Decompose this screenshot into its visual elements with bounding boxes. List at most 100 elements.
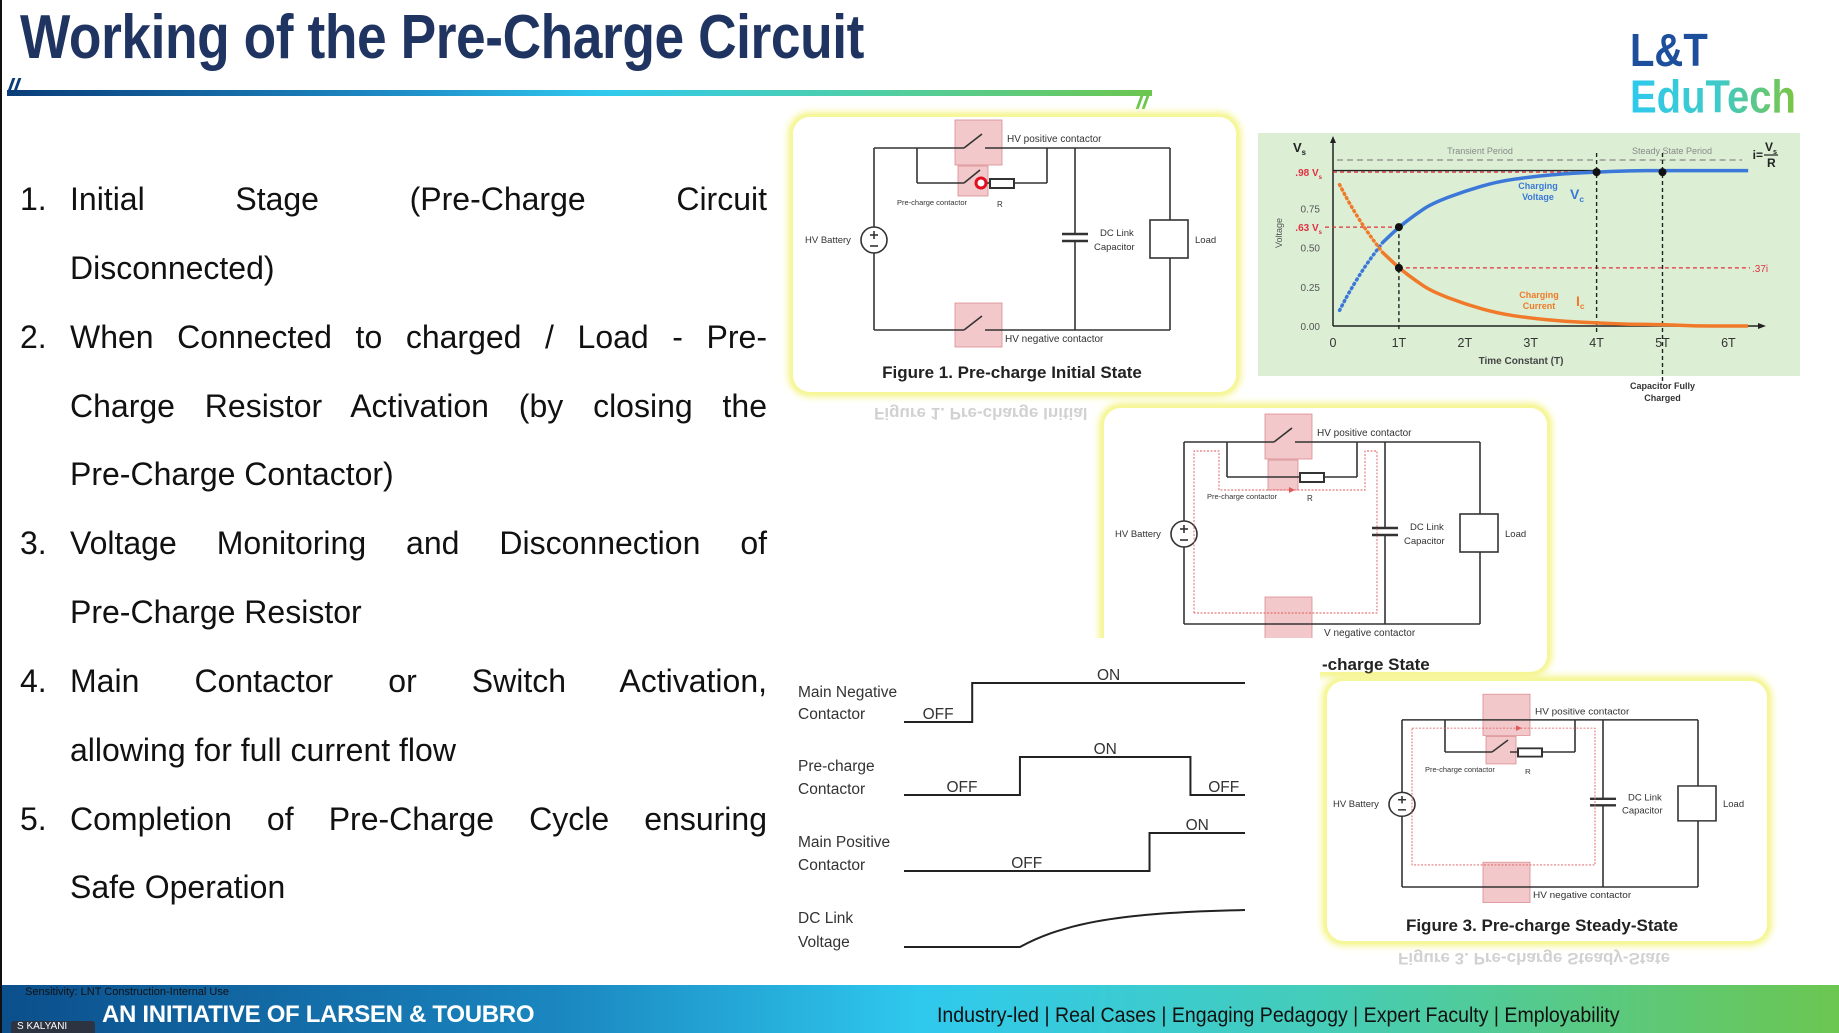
hv-positive-contactor-switch [1273, 427, 1293, 443]
hv-positive-label: HV positive contactor [1535, 707, 1630, 718]
signal-state-label: ON [1097, 667, 1120, 684]
vs-label: Vs [1293, 140, 1307, 157]
signal-waveform [904, 832, 1245, 872]
load-box [1149, 219, 1189, 259]
vs-label-sub: s [1302, 148, 1307, 157]
signal-label: DC Link [798, 910, 853, 927]
signal-waveform [904, 756, 1245, 796]
x-tick-label: 5T [1655, 336, 1670, 350]
slide-title: Working of the Pre-Charge Circuit [20, 3, 864, 72]
current-equation-lhs: i= [1753, 148, 1763, 162]
signal-label: Main Positive [798, 834, 890, 851]
marker-point [1394, 223, 1403, 232]
timing-diagram-panel [792, 638, 1320, 960]
signal-state-label: OFF [923, 706, 954, 723]
signal-state-label: ON [1186, 817, 1209, 834]
y-tick-label: 0.25 [1301, 283, 1321, 294]
vc-symbol: Vc [1570, 186, 1584, 204]
current-flow-path [1411, 727, 1596, 866]
hv-positive-contactor-highlight [1482, 693, 1531, 736]
x-axis-label: Time Constant (T) [1479, 356, 1564, 367]
precharge-contactor-switch [963, 169, 981, 184]
voltage-series-label: Voltage [1522, 192, 1554, 202]
hv-negative-contactor-highlight [1264, 596, 1313, 642]
figure-1-caption: Figure 1. Pre-charge Initial State [882, 363, 1142, 382]
hv-negative-contactor-switch [963, 315, 983, 331]
load-box [1459, 513, 1499, 553]
logo-line1: L&T [1630, 25, 1708, 77]
dc-link-voltage-curve [904, 909, 1246, 948]
fully-charged-label: Capacitor Fully [1630, 381, 1695, 391]
resistor-icon [1517, 747, 1543, 758]
transient-period-label: Transient Period [1447, 146, 1513, 156]
capacitor-label: Capacitor [1094, 242, 1135, 253]
step-number: 3. [20, 525, 47, 562]
signal-label: Voltage [798, 934, 850, 951]
resistor-icon [1299, 472, 1325, 483]
capacitor-label: Capacitor [1622, 806, 1663, 816]
step-text-line: Main Contactor or Switch Activation, [70, 662, 767, 699]
precharge-contactor-highlight [1485, 736, 1517, 765]
v63-label-main: .63 V [1295, 223, 1319, 234]
current-equation-den: R [1767, 156, 1776, 170]
precharge-contactor-highlight [1267, 459, 1299, 491]
step-number: 2. [20, 318, 47, 355]
battery-label: HV Battery [1333, 799, 1379, 809]
vc-symbol-main: V [1570, 186, 1580, 202]
battery-label: HV Battery [1115, 529, 1161, 540]
load-label: Load [1505, 529, 1526, 540]
logo-line2: EduTech [1630, 72, 1796, 123]
marker-point [1394, 263, 1403, 272]
capacitor-label: DC Link [1410, 522, 1444, 533]
x-tick-label: 3T [1523, 336, 1538, 350]
step-item: 4.Main Contactor or Switch Activation,al… [20, 647, 767, 785]
battery-label: HV Battery [805, 235, 851, 246]
footer-initiative: AN INITIATIVE OF LARSEN & TOUBRO [102, 1001, 535, 1028]
step-text-line: Pre-Charge Resistor [70, 594, 362, 631]
footer-bar [2, 985, 1839, 1033]
ic-symbol-main: I [1576, 293, 1580, 309]
current-series-label: Charging [1519, 290, 1559, 300]
v98-label-sub: s [1319, 175, 1323, 181]
voltage-series-label: Charging [1518, 181, 1558, 191]
battery-icon [860, 226, 888, 254]
presenter-chip[interactable]: S KALYANI [11, 1021, 95, 1033]
signal-label: Contactor [798, 857, 865, 874]
current-series-label: Current [1523, 301, 1556, 311]
hv-negative-label: HV negative contactor [1005, 334, 1104, 345]
load-box [1677, 785, 1717, 822]
v63-label-sub: s [1319, 230, 1323, 236]
signal-state-label: OFF [1011, 855, 1042, 872]
step-text-line: Charge Resistor Activation (by closing t… [70, 387, 767, 424]
hv-positive-contactor-highlight [1264, 413, 1313, 460]
hv-positive-contactor-switch [963, 133, 983, 149]
y-tick-label: 0.50 [1301, 244, 1321, 255]
step-text-line: Voltage Monitoring and Disconnection of [70, 525, 767, 562]
x-tick-label: 4T [1589, 336, 1604, 350]
chart-background [1258, 133, 1800, 376]
hv-positive-label: HV positive contactor [1317, 428, 1412, 439]
current-flow-path [1193, 450, 1378, 614]
footer-tagline: Industry-led | Real Cases | Engaging Ped… [937, 1004, 1620, 1027]
battery-icon [1388, 791, 1416, 818]
fully-charged-label: Charged [1644, 393, 1681, 403]
series-1-dotted [1337, 182, 1385, 254]
load-label: Load [1723, 799, 1744, 809]
hv-negative-contactor-highlight [1482, 861, 1531, 903]
signal-state-label: ON [1094, 741, 1117, 758]
figure-1-reflection: Figure 1. Pre-charge Initial [874, 404, 1088, 423]
marker-point [1592, 168, 1601, 177]
underline-tick [1141, 96, 1150, 109]
current-arrow-icon [1289, 487, 1295, 493]
figure-2-caption: -charge State [1322, 655, 1430, 674]
step-text-line: Completion of Pre-Charge Cycle ensuring [70, 800, 767, 837]
i37-label: .37i [1752, 264, 1768, 275]
hv-negative-label: V negative contactor [1324, 628, 1416, 639]
x-tick-label: 1T [1392, 336, 1407, 350]
